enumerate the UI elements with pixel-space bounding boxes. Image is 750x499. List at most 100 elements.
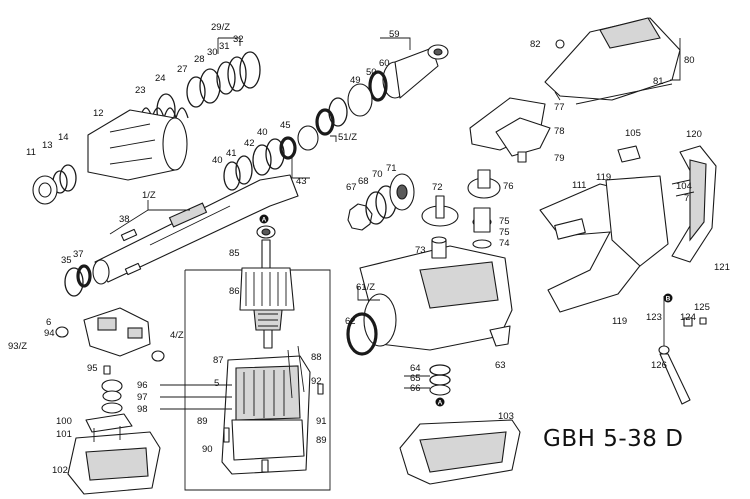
callout-label: 71 [386,163,397,174]
callout-label: 29/Z [211,22,230,33]
model-title: GBH 5-38 D [543,426,683,452]
callout-label: 28 [194,54,205,65]
callout-label: 32 [233,34,244,45]
callout-label: 119 [596,172,611,183]
callout-label: 12 [93,108,104,119]
motor-assembly [160,225,331,491]
callout-label: 61/Z [356,282,375,293]
callout-label: 97 [137,392,148,403]
gearbox-assembly [346,169,513,396]
callout-label: 64 [410,363,421,374]
callout-label: 79 [554,153,565,164]
callout-label: 14 [58,132,69,143]
callout-label: 1/Z [142,190,156,201]
callout-label: 27 [177,64,188,75]
housing-cover-assembly [469,17,717,313]
svg-text:B: B [666,296,671,303]
callout-label: 76 [503,181,514,192]
svg-text:A: A [262,217,267,224]
marker-a-bottom: A [435,397,445,407]
callout-label: 93/Z [8,341,27,352]
callout-label: 90 [202,444,213,455]
callout-label: 120 [686,129,702,140]
callout-label: 30 [207,47,218,58]
callout-label: 95 [87,363,98,374]
callout-label: 104 [676,181,692,192]
callout-label: 37 [73,249,84,260]
callout-label: 63 [495,360,506,371]
callout-label: 13 [42,140,53,151]
marker-b: B [663,293,673,303]
callout-label: 105 [625,128,641,139]
callout-label: 67 [346,182,357,193]
callout-label: 126 [651,360,667,371]
callout-label: 23 [135,85,146,96]
callout-label: 81 [653,76,664,87]
callout-label: 70 [372,169,383,180]
callout-label: 74 [499,238,510,249]
marker-a-top: A [259,214,269,224]
callout-label: 77 [554,102,565,113]
callout-label: 60 [379,58,390,69]
callout-label: 85 [229,248,240,259]
callout-label: 98 [137,404,148,415]
piston-assembly [279,37,449,179]
callout-label: 96 [137,380,148,391]
callout-label: 62 [345,316,356,327]
callout-label: 75 [499,216,510,227]
callout-label: 94 [44,328,55,339]
callout-label: 68 [358,176,369,187]
callout-label: 92 [311,376,322,387]
callout-label: 89 [197,416,208,427]
callout-label: 111 [572,180,586,191]
callout-label: 121 [714,262,730,273]
callout-label: 86 [229,286,240,297]
callout-label: 40 [212,155,223,166]
spindle-assembly [64,138,299,297]
callout-label: 80 [684,55,695,66]
callout-label: 5 [214,378,219,389]
callout-label: 11 [26,147,36,158]
callout-label: 49 [350,75,361,86]
callout-label: 4/Z [170,330,184,341]
callout-label: 124 [680,312,696,323]
callout-label: 125 [694,302,710,313]
callout-label: 59 [389,29,400,40]
callout-label: 119 [612,316,627,327]
callout-label: 78 [554,126,565,137]
callout-label: 31 [219,41,230,52]
callout-label: 91 [316,416,327,427]
tool-holder-assembly [32,37,261,205]
callout-label: 102 [52,465,68,476]
callout-label: 72 [432,182,443,193]
svg-text:A: A [438,400,443,407]
callout-label: 41 [226,148,237,159]
callout-label: 88 [311,352,322,363]
callout-label: 123 [646,312,662,323]
callout-label: 89 [316,435,327,446]
callout-label: 24 [155,73,166,84]
callout-label: 42 [244,138,255,149]
callout-label: 51/Z [338,132,357,143]
callout-label: 101 [56,429,72,440]
callout-label: 73 [415,245,426,256]
callout-label: 40 [257,127,268,138]
callout-label: 7 [684,193,689,204]
callout-label: 75 [499,227,510,238]
callout-label: 65 [410,373,421,384]
callout-label: 103 [498,411,514,422]
base-cover-and-switch [399,296,707,485]
callout-label: 43 [296,176,307,187]
callout-label: 45 [280,120,291,131]
callout-label: 87 [213,355,224,366]
callout-label: 100 [56,416,72,427]
callout-label: 82 [530,39,541,50]
callout-label: 66 [410,383,421,394]
callout-label: 38 [119,214,130,225]
callout-label: 50 [366,67,377,78]
callout-labels: 29/Z 32 31 30 28 27 24 23 12 11 13 14 59… [8,22,730,476]
callout-label: 35 [61,255,72,266]
brush-holder-assembly [55,307,165,495]
callout-label: 6 [46,317,51,328]
